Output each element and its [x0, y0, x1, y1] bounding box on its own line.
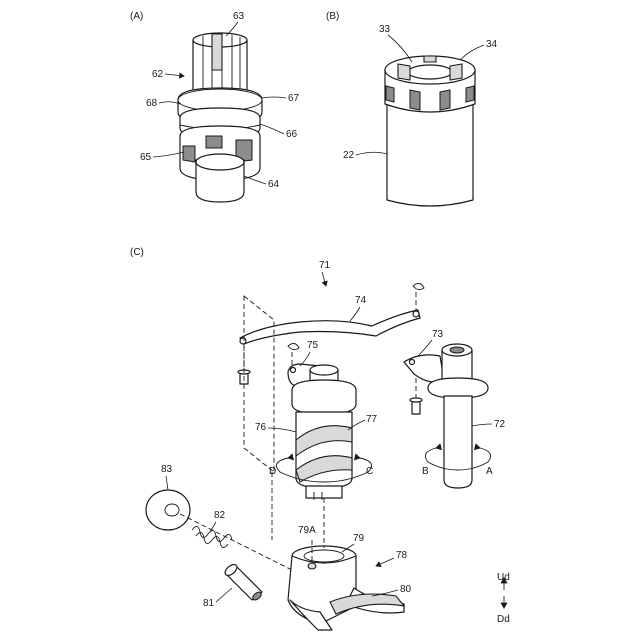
direction-up-label: Ud: [497, 572, 510, 583]
arm-74: [240, 310, 420, 344]
label-65: 65: [140, 152, 152, 163]
tube-22: [385, 56, 475, 206]
panel-label-c: (C): [130, 247, 144, 258]
label-81: 81: [203, 598, 215, 609]
retaining-clip-right: [413, 283, 424, 310]
label-80: 80: [400, 584, 412, 595]
label-83: 83: [161, 464, 173, 475]
label-79A: 79A: [298, 525, 316, 536]
shift-fork-78: [288, 546, 404, 630]
label-79: 79: [353, 533, 365, 544]
rotation-label-a: A: [486, 466, 493, 477]
shaft-72: [404, 344, 488, 488]
spline-shaft-63: [193, 33, 247, 96]
label-75: 75: [307, 340, 319, 351]
label-72: 72: [494, 419, 506, 430]
part-62-assembly: [178, 33, 262, 202]
panel-label-a: (A): [130, 11, 143, 22]
label-76: 76: [255, 422, 267, 433]
rotation-label-d: D: [269, 466, 276, 477]
rotation-label-c: C: [366, 466, 373, 477]
label-64: 64: [268, 179, 280, 190]
label-63: 63: [233, 11, 245, 22]
label-22: 22: [343, 150, 355, 161]
label-78: 78: [396, 550, 408, 561]
label-74: 74: [355, 295, 367, 306]
label-68: 68: [146, 98, 158, 109]
rotation-label-b: B: [422, 466, 429, 477]
label-82: 82: [214, 510, 226, 521]
label-62: 62: [152, 69, 164, 80]
label-71: 71: [319, 260, 331, 271]
retaining-clip-left: [288, 343, 299, 366]
label-77: 77: [366, 414, 378, 425]
disc-83: [146, 490, 190, 530]
panel-label-b: (B): [326, 11, 339, 22]
label-34: 34: [486, 39, 498, 50]
label-73: 73: [432, 329, 444, 340]
label-67: 67: [288, 93, 300, 104]
label-33: 33: [379, 24, 391, 35]
label-66: 66: [286, 129, 298, 140]
direction-down-label: Dd: [497, 614, 510, 625]
plunger-81: [223, 562, 263, 601]
boss-64: [196, 154, 244, 202]
